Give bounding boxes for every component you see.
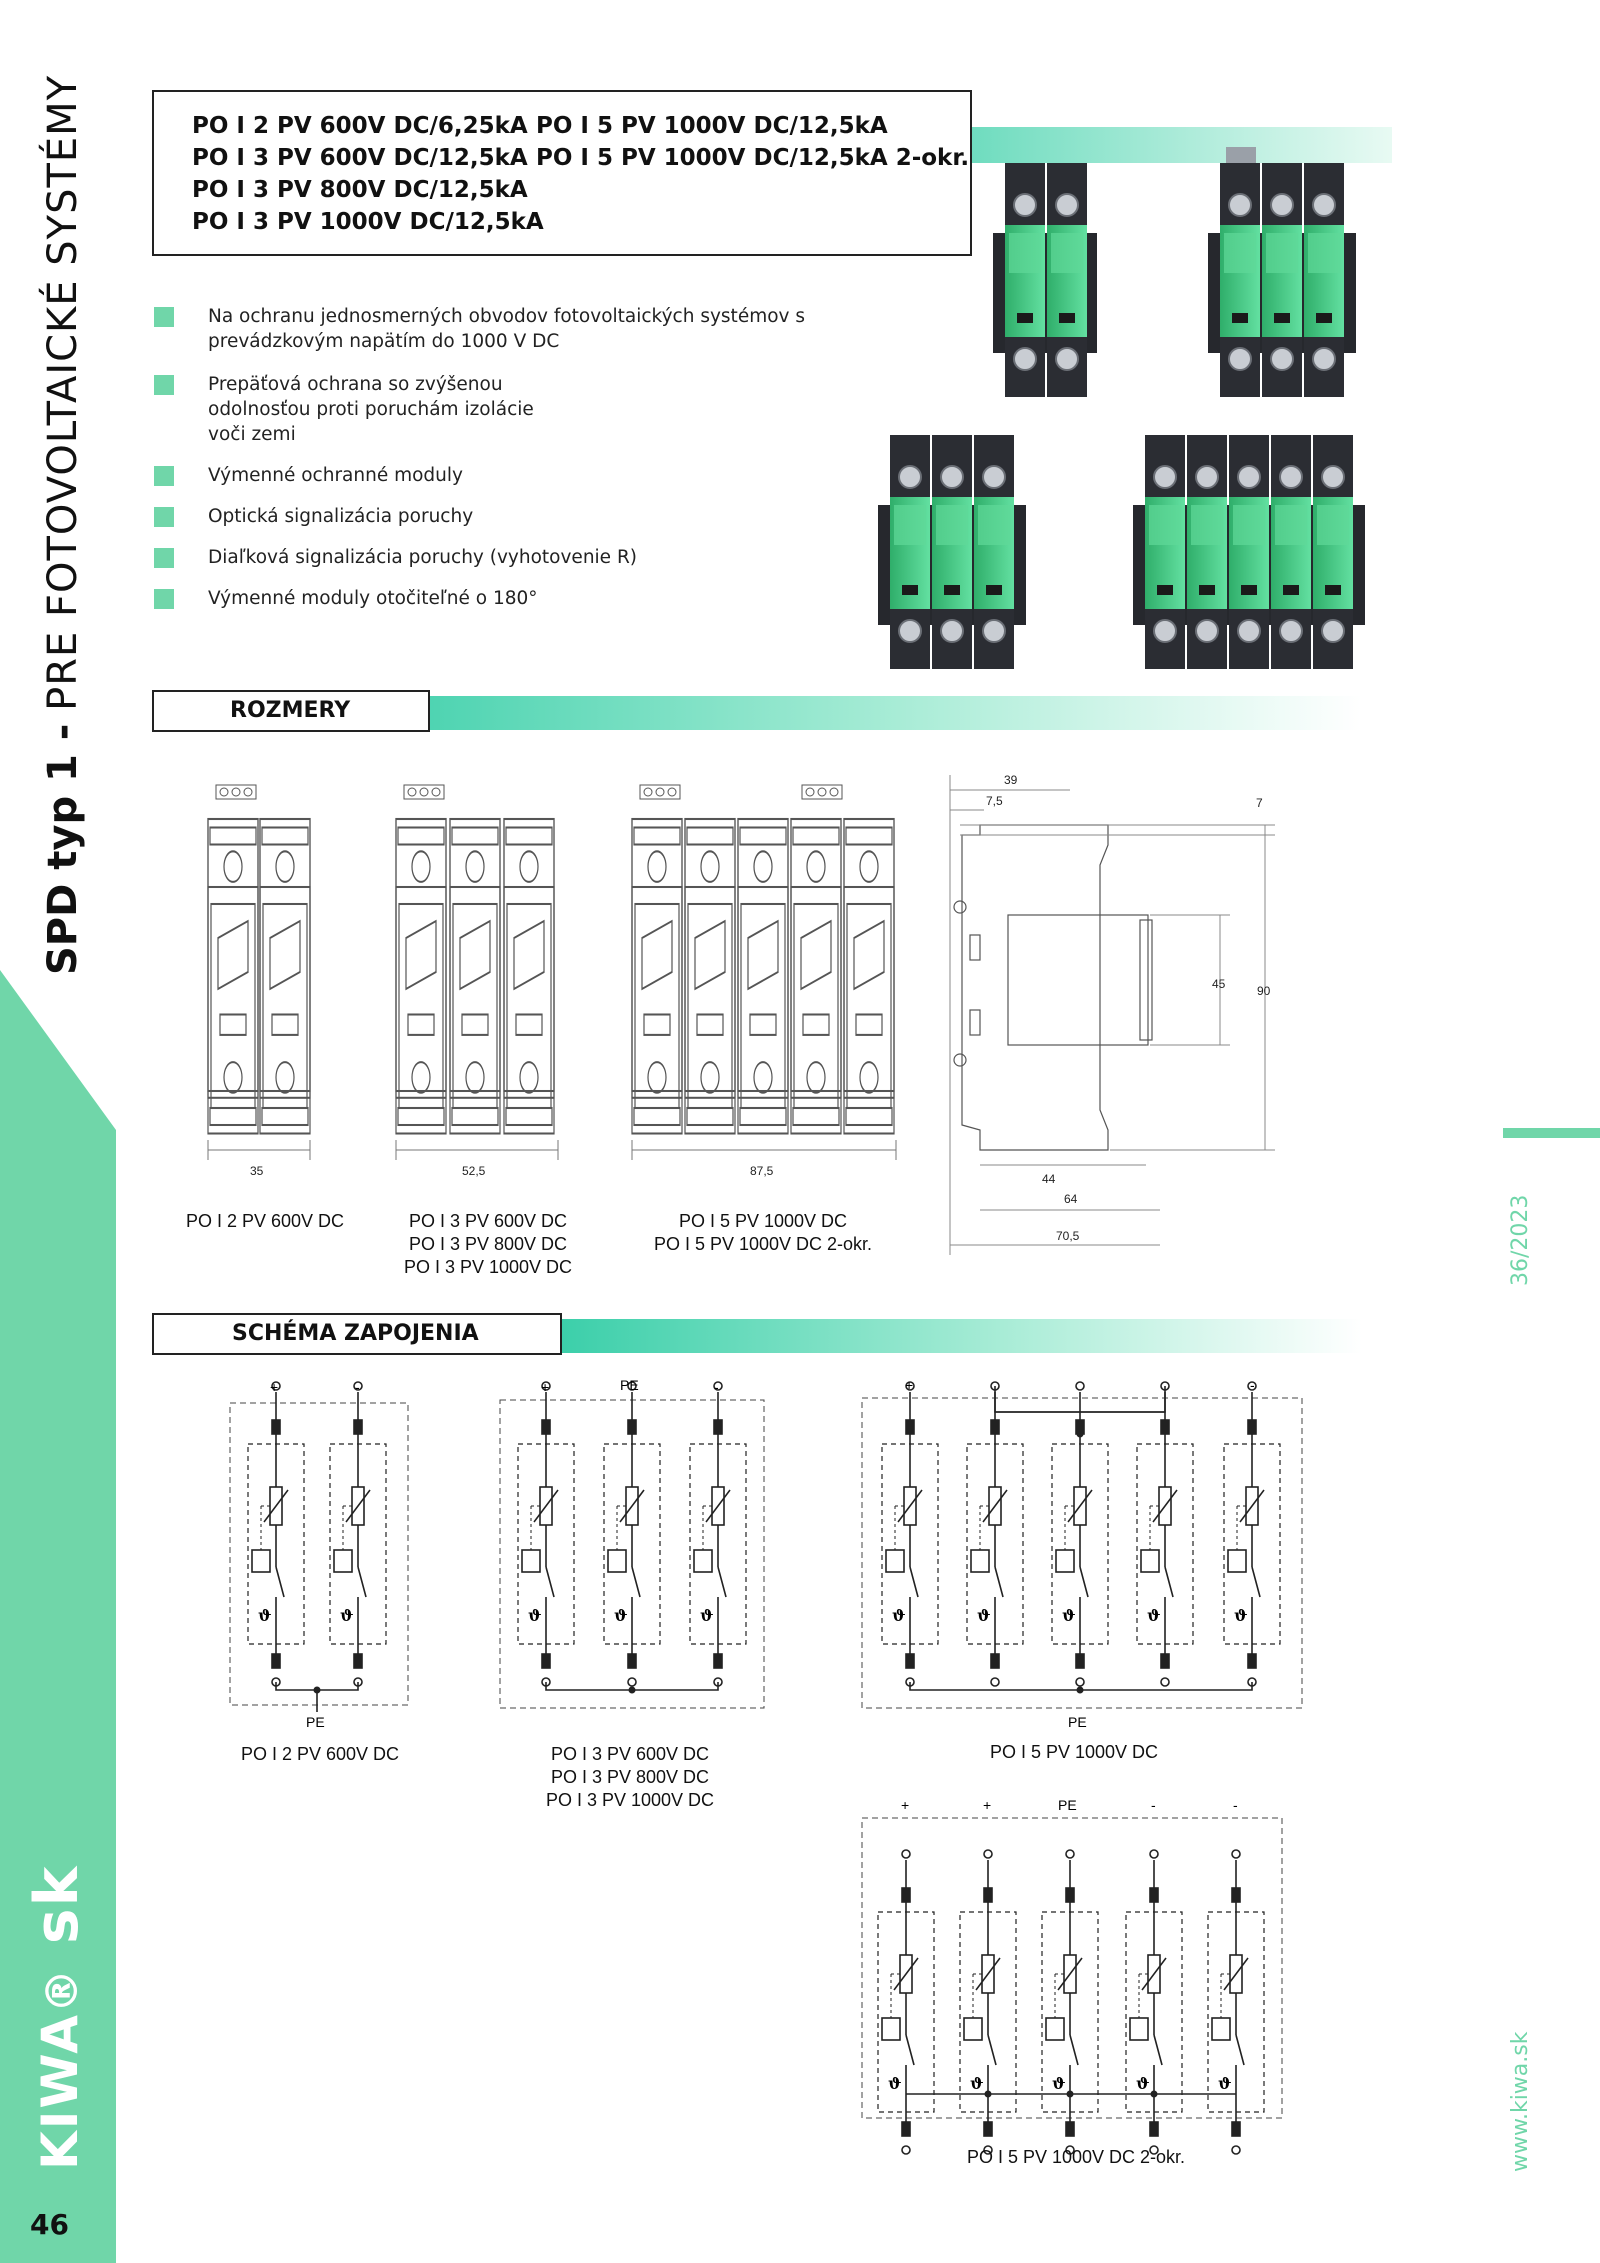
- dimension-5pole: [630, 784, 896, 1135]
- dimension-2pole: [206, 784, 312, 1135]
- dimension-value: 7: [1256, 796, 1263, 810]
- dimension-value: 64: [1064, 1192, 1078, 1206]
- bullet-square-icon: [154, 307, 174, 327]
- thermal-symbol: ϑ: [888, 2074, 902, 2093]
- terminal-plus: +: [983, 1797, 991, 1813]
- terminal-minus: -: [1151, 1797, 1156, 1813]
- bullet-square-icon: [154, 589, 174, 609]
- bullet-square-icon: [154, 548, 174, 568]
- schematic-5pole: ϑ ϑ ϑ ϑ ϑ + - PE: [861, 1377, 1303, 1730]
- product-photos: [878, 147, 1365, 670]
- product-name: PO I 5 PV 1000V DC/12,5kA 2-okr.: [536, 145, 970, 171]
- schematic-2pole: ϑ ϑ + - PE: [229, 1379, 409, 1730]
- thermal-symbol: ϑ: [1062, 1606, 1076, 1625]
- terminal-plus: +: [901, 1797, 909, 1813]
- thermal-symbol: ϑ: [1052, 2074, 1066, 2093]
- bullet-square-icon: [154, 375, 174, 395]
- section-title: ROZMERY: [152, 690, 430, 732]
- dimension-value: 90: [1257, 984, 1271, 998]
- product-title-box: PO I 2 PV 600V DC/6,25kA PO I 3 PV 600V …: [152, 90, 972, 256]
- terminal-pe: PE: [620, 1377, 639, 1393]
- thermal-symbol: ϑ: [1136, 2074, 1150, 2093]
- photo-5pole: [1133, 434, 1365, 670]
- thermal-symbol: ϑ: [340, 1606, 354, 1625]
- terminal-minus: -: [1233, 1797, 1238, 1813]
- dimension-3pole: [394, 784, 556, 1135]
- dimension-drawings: 35 52,5 87,5: [206, 773, 1275, 1255]
- dimension-value: 87,5: [750, 1164, 774, 1178]
- terminal-pe: PE: [1058, 1797, 1077, 1813]
- thermal-symbol: ϑ: [892, 1606, 906, 1625]
- thermal-symbol: ϑ: [1234, 1606, 1248, 1625]
- terminal-plus: +: [541, 1379, 549, 1395]
- feature-item: Optická signalizácia poruchy: [152, 504, 852, 529]
- product-name: PO I 3 PV 1000V DC/12,5kA: [192, 209, 544, 235]
- terminal-pe: PE: [306, 1714, 325, 1730]
- terminal-minus: -: [1250, 1377, 1255, 1393]
- photo-gradient-strip: [972, 127, 1392, 163]
- schematic-caption: PO I 5 PV 1000V DC 2-okr.: [966, 2147, 1186, 2167]
- thermal-symbol: ϑ: [614, 1606, 628, 1625]
- terminal-minus: -: [355, 1379, 360, 1395]
- thermal-symbol: ϑ: [258, 1606, 272, 1625]
- dimension-value: 7,5: [986, 794, 1003, 808]
- terminal-minus: -: [714, 1379, 719, 1395]
- schematic-5pole-2circuit: ϑ ϑ ϑ ϑ ϑ + + PE - -: [861, 1797, 1283, 2155]
- feature-item: Výmenné moduly otočiteľné o 180°: [152, 586, 852, 611]
- schematic-3pole: ϑ ϑ ϑ + PE -: [499, 1377, 765, 1709]
- terminal-plus: +: [270, 1379, 278, 1395]
- feature-item: Diaľková signalizácia poruchy (vyhotoven…: [152, 545, 852, 570]
- feature-item: Výmenné ochranné moduly: [152, 463, 852, 488]
- thermal-symbol: ϑ: [528, 1606, 542, 1625]
- thermal-symbol: ϑ: [1218, 2074, 1232, 2093]
- dimension-caption: PO I 5 PV 1000V DC PO I 5 PV 1000V DC 2-…: [653, 1211, 873, 1254]
- thermal-symbol: ϑ: [977, 1606, 991, 1625]
- page-number: 46: [30, 2208, 69, 2241]
- dimension-value: 44: [1042, 1172, 1056, 1186]
- dimension-value: 39: [1004, 773, 1018, 787]
- dimension-value: 70,5: [1056, 1229, 1080, 1243]
- product-name: PO I 3 PV 600V DC/12,5kA: [192, 145, 528, 171]
- dimension-value: 52,5: [462, 1164, 486, 1178]
- thermal-symbol: ϑ: [970, 2074, 984, 2093]
- product-name: PO I 3 PV 800V DC/12,5kA: [192, 177, 528, 203]
- photo-3pole-bottom: [878, 434, 1026, 670]
- feature-list: Na ochranu jednosmerných obvodov fotovol…: [152, 304, 852, 611]
- terminal-pe: PE: [1068, 1714, 1087, 1730]
- dimension-caption: PO I 3 PV 600V DC PO I 3 PV 800V DC PO I…: [403, 1211, 573, 1277]
- dimension-value: 35: [250, 1164, 264, 1178]
- schematic-caption: PO I 3 PV 600V DC PO I 3 PV 800V DC PO I…: [545, 1744, 715, 1810]
- product-list-left: PO I 2 PV 600V DC/6,25kA PO I 3 PV 600V …: [192, 110, 544, 238]
- product-name: PO I 2 PV 600V DC/6,25kA: [192, 113, 528, 139]
- photo-3pole-top: [1208, 147, 1356, 398]
- side-dimension-lines: [949, 775, 1275, 1255]
- dimension-caption: PO I 2 PV 600V DC: [185, 1211, 345, 1231]
- feature-item: Na ochranu jednosmerných obvodov fotovol…: [152, 304, 852, 354]
- photo-2pole: [993, 162, 1097, 398]
- bullet-square-icon: [154, 466, 174, 486]
- section-header-wiring: SCHÉMA ZAPOJENIA: [152, 1313, 1362, 1355]
- thermal-symbol: ϑ: [700, 1606, 714, 1625]
- feature-item: Prepäťová ochrana so zvýšenou odolnosťou…: [152, 372, 572, 447]
- section-title: SCHÉMA ZAPOJENIA: [152, 1313, 562, 1355]
- product-name: PO I 5 PV 1000V DC/12,5kA: [536, 113, 888, 139]
- bullet-square-icon: [154, 507, 174, 527]
- section-header-dimensions: ROZMERY: [152, 690, 1362, 732]
- schematic-caption: PO I 2 PV 600V DC: [240, 1744, 400, 1764]
- product-list-right: PO I 5 PV 1000V DC/12,5kA PO I 5 PV 1000…: [536, 110, 969, 174]
- schematic-caption: PO I 5 PV 1000V DC: [989, 1742, 1159, 1762]
- thermal-symbol: ϑ: [1147, 1606, 1161, 1625]
- dimension-value: 45: [1212, 977, 1226, 991]
- terminal-plus: +: [905, 1377, 913, 1393]
